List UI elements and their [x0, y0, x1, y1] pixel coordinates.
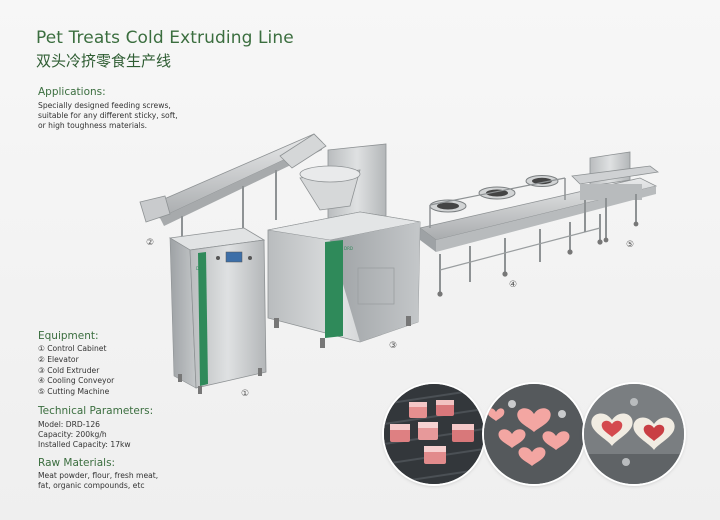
extruder-label: DRD: [344, 246, 353, 251]
page-title-chinese: 双头冷挤零食生产线: [36, 52, 172, 70]
equipment-item-control-cabinet: ① Control Cabinet: [38, 344, 107, 353]
cold-extruder: DRD: [267, 143, 421, 348]
marker-cooling-conveyor: ④: [509, 280, 518, 290]
applications-line: Specially designed feeding screws,: [38, 101, 171, 110]
marker-control-cabinet: ①: [241, 389, 250, 399]
equipment-list: ① Control Cabinet ② Elevator ③ Cold Extr…: [38, 344, 114, 398]
applications-heading: Applications:: [38, 86, 106, 98]
equipment-item-elevator: ② Elevator: [38, 354, 79, 364]
heart-treats-image: [484, 384, 584, 484]
marker-cutting-machine: ⑤: [626, 240, 635, 250]
cabinet-label: DRD: [196, 266, 205, 271]
raw-materials-line: Meat powder, flour, fresh meat,: [38, 471, 159, 480]
cutting-machine: [571, 151, 660, 243]
raw-materials-heading: Raw Materials:: [38, 457, 116, 469]
applications-text: Specially designed feeding screws, suita…: [38, 101, 178, 131]
applications-line: suitable for any different sticky, soft,: [38, 111, 178, 120]
stuffed-treats-image: [584, 384, 684, 484]
applications-line: or high toughness materials.: [38, 121, 148, 130]
technical-text: Model: DRD-126 Capacity: 200kg/h Install…: [38, 420, 131, 450]
marker-elevator: ②: [146, 238, 155, 248]
technical-heading: Technical Parameters:: [38, 405, 154, 417]
meat-cubes-image: [384, 384, 484, 484]
technical-line: Installed Capacity: 17kw: [38, 440, 131, 449]
equipment-list-wrap: ① Control Cabinet ② Elevator ③ Cold Extr…: [38, 344, 114, 398]
product-photo-stuffed: [584, 384, 684, 484]
technical-line: Capacity: 200kg/h: [38, 430, 107, 439]
page-title: Pet Treats Cold Extruding Line: [36, 28, 294, 48]
equipment-item-cold-extruder: ③ Cold Extruder: [38, 365, 100, 375]
raw-materials-line: fat, organic compounds, etc: [38, 481, 145, 490]
equipment-item-cutting-machine: ⑤ Cutting Machine: [38, 387, 110, 397]
elevator: [139, 133, 327, 256]
technical-line: Model: DRD-126: [38, 420, 100, 429]
control-cabinet: DRD: [168, 227, 267, 394]
equipment-heading: Equipment:: [38, 330, 99, 342]
raw-materials-text: Meat powder, flour, fresh meat, fat, org…: [38, 471, 158, 491]
equipment-item-cooling-conveyor: ④ Cooling Conveyor: [38, 376, 115, 386]
product-photo-cubes: [384, 384, 484, 484]
marker-cold-extruder: ③: [389, 341, 398, 351]
product-photo-hearts: [484, 384, 584, 484]
